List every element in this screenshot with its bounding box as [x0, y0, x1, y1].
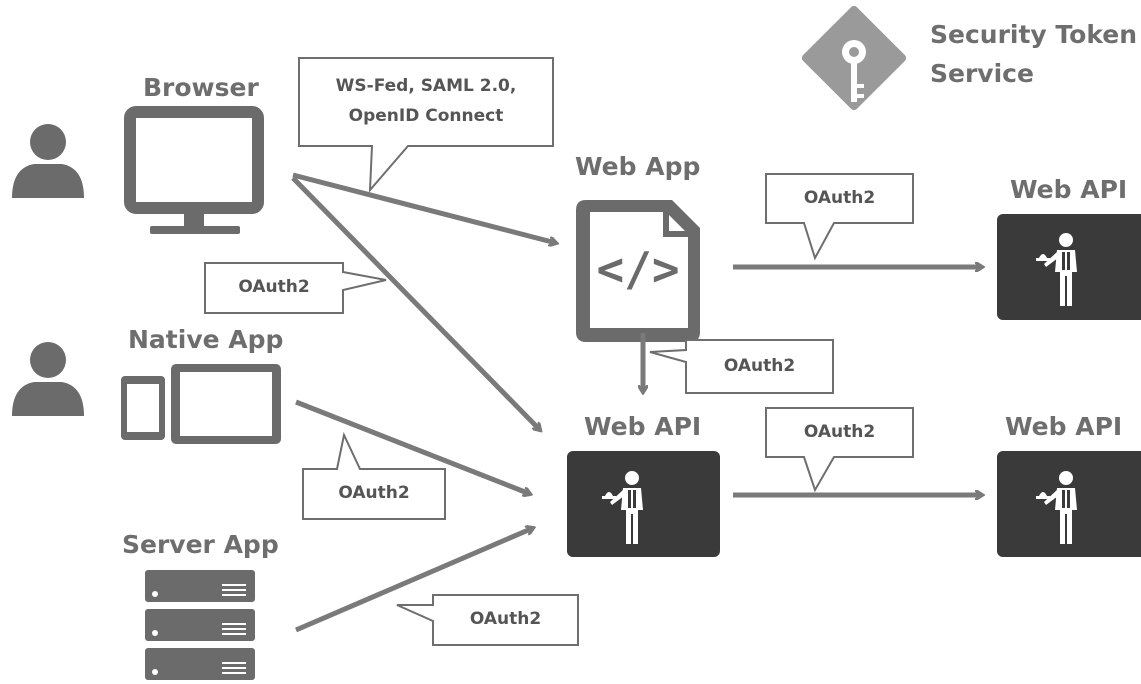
native-app-label: Native App: [128, 325, 284, 354]
arrow-browser-webapi: [291, 176, 540, 430]
web-api-center-label: Web API: [584, 412, 702, 441]
web-app-code-icon: </>: [576, 200, 700, 342]
bubble-oauth-api-api: [765, 407, 914, 493]
bubble-oauth-server: [396, 594, 579, 646]
bubble-protocols-text-line1: WS-Fed, SAML 2.0,: [335, 76, 517, 96]
arrow-server-webapi: [295, 528, 533, 633]
svg-text:</>: </>: [596, 242, 679, 296]
user-icon: [12, 342, 84, 416]
web-api-top-right-box: [997, 214, 1141, 320]
bubble-oauth-right: [765, 173, 914, 261]
web-api-bottom-right-label: Web API: [1005, 412, 1123, 441]
browser-monitor-icon: [124, 106, 264, 234]
speech-bubbles: [204, 57, 914, 646]
security-token-service-icon: [801, 5, 907, 111]
bubble-oauth-right-text: OAuth2: [803, 188, 876, 208]
flow-arrows: [291, 172, 982, 633]
arrow-native-webapi: [295, 399, 530, 494]
web-api-bottom-right-box: [997, 451, 1141, 557]
native-app-devices-icon: [121, 364, 281, 444]
bubble-oauth-down: [649, 339, 834, 394]
bubble-oauth-native: [302, 431, 446, 520]
web-api-center-box: [567, 451, 720, 557]
server-rack-icon: [145, 570, 255, 680]
sts-label-line1: Security Token: [930, 20, 1138, 49]
browser-label: Browser: [143, 73, 259, 102]
server-app-label: Server App: [122, 530, 279, 559]
bubble-oauth-server-text: OAuth2: [469, 609, 542, 629]
bubble-oauth-api-api-text: OAuth2: [803, 422, 876, 442]
bubble-oauth-browser: [204, 262, 387, 314]
arrow-browser-webapp: [292, 172, 556, 243]
user-icon: [12, 124, 84, 198]
sts-label-line2: Service: [930, 59, 1034, 88]
bubble-oauth-native-text: OAuth2: [338, 483, 410, 503]
web-app-label: Web App: [575, 152, 701, 181]
bubble-oauth-down-text: OAuth2: [723, 356, 796, 376]
bubble-oauth-browser-text: OAuth2: [238, 277, 310, 297]
bubble-protocols-text-line2: OpenID Connect: [348, 106, 504, 126]
web-api-top-right-label: Web API: [1010, 175, 1128, 204]
bubble-protocols: [298, 57, 554, 193]
